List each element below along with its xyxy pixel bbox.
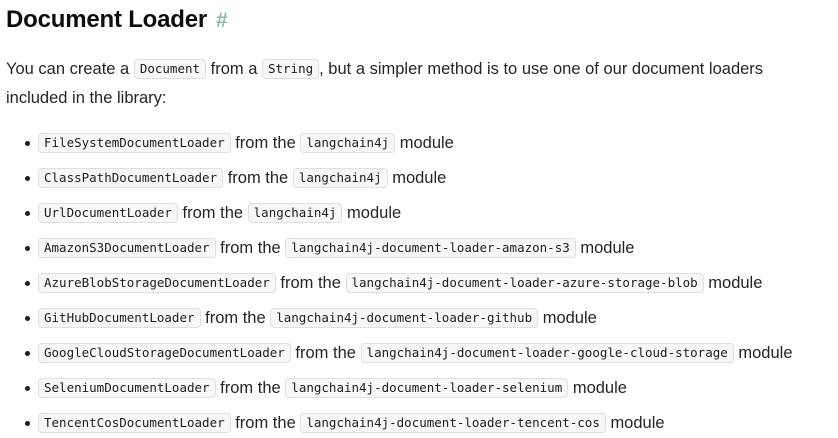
from-the-label: from the [280,273,341,292]
from-the-label: from the [220,378,281,397]
from-the-label: from the [235,133,296,152]
module-name-chip: langchain4j-document-loader-tencent-cos [300,412,606,433]
page-title: Document Loader # [6,6,824,35]
from-the-label: from the [182,203,244,222]
loader-class-chip: GoogleCloudStorageDocumentLoader [38,342,291,363]
loader-class-chip: AzureBlobStorageDocumentLoader [38,272,276,293]
module-name-chip: langchain4j-document-loader-google-cloud… [360,342,734,363]
list-item: ClassPathDocumentLoader from the langcha… [6,164,824,193]
list-item: UrlDocumentLoader from the langchain4j m… [6,199,824,228]
module-name-chip: langchain4j [292,167,388,188]
list-item: FileSystemDocumentLoader from the langch… [6,129,824,158]
module-label: module [572,378,627,397]
module-name-chip: langchain4j-document-loader-amazon-s3 [285,237,576,258]
module-label: module [392,168,447,187]
module-label: module [738,343,793,362]
list-item: SeleniumDocumentLoader from the langchai… [6,374,824,403]
module-name-chip: langchain4j [247,202,343,223]
intro-text-part2: from a [206,59,262,78]
loader-class-chip: TencentCosDocumentLoader [38,412,231,433]
module-label: module [610,413,665,432]
from-the-label: from the [295,343,356,362]
loader-class-chip: UrlDocumentLoader [38,202,178,223]
module-name-chip: langchain4j-document-loader-selenium [285,377,569,398]
list-item: GoogleCloudStorageDocumentLoader from th… [6,339,824,368]
code-chip-string: String [261,58,320,79]
loader-class-chip: AmazonS3DocumentLoader [38,237,216,258]
intro-text-part1: You can create a [6,59,134,78]
loader-class-chip: SeleniumDocumentLoader [38,377,216,398]
module-label: module [708,273,763,292]
module-label: module [347,203,402,222]
loader-class-chip: ClassPathDocumentLoader [38,167,224,188]
loader-class-chip: FileSystemDocumentLoader [38,132,231,153]
module-label: module [399,133,454,152]
code-chip-document: Document [133,58,207,79]
heading-anchor-link[interactable]: # [216,9,228,32]
list-item: GitHubDocumentLoader from the langchain4… [6,304,824,333]
from-the-label: from the [227,168,289,187]
list-item: AmazonS3DocumentLoader from the langchai… [6,234,824,263]
page-title-text: Document Loader [6,6,208,33]
document-loader-list: FileSystemDocumentLoader from the langch… [6,129,824,438]
module-label: module [580,238,635,257]
intro-paragraph: You can create a Document from a String,… [6,55,796,113]
list-item: AzureBlobStorageDocumentLoader from the … [6,269,824,298]
from-the-label: from the [235,413,296,432]
from-the-label: from the [220,238,281,257]
module-name-chip: langchain4j-document-loader-github [270,307,539,328]
module-name-chip: langchain4j-document-loader-azure-storag… [345,272,704,293]
module-name-chip: langchain4j [300,132,396,153]
module-label: module [542,308,597,327]
loader-class-chip: GitHubDocumentLoader [38,307,201,328]
list-item: TencentCosDocumentLoader from the langch… [6,409,824,438]
from-the-label: from the [205,308,266,327]
intro-text-part3: , but a simpler method is to use one of … [6,59,764,107]
